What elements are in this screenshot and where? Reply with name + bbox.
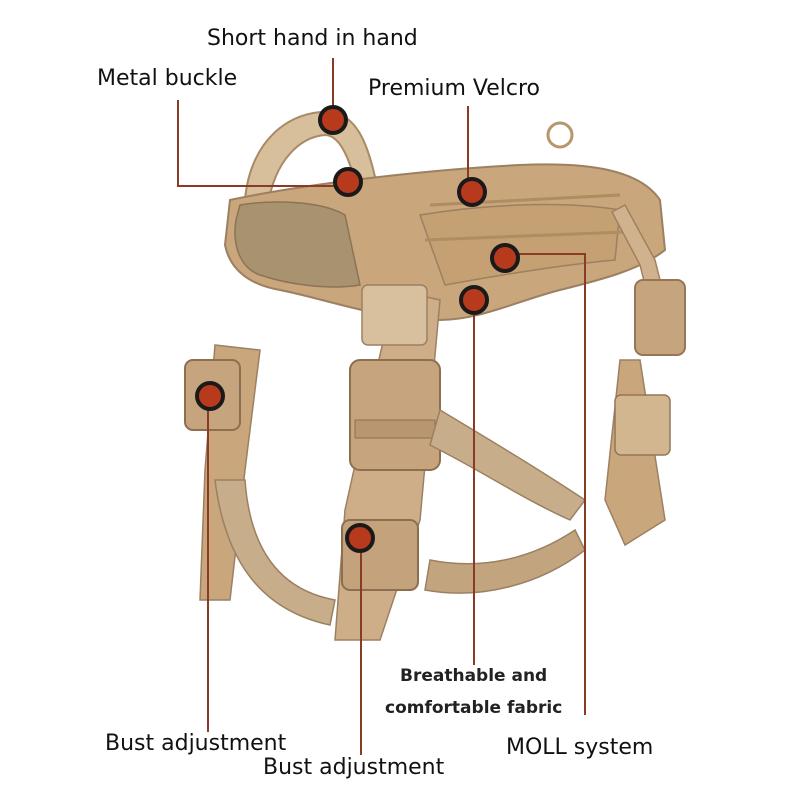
label-bust-adjustment-left: Bust adjustment [105, 731, 287, 756]
harness-graphic [184, 110, 686, 641]
label-premium-velcro: Premium Velcro [368, 76, 540, 101]
label-short-hand: Short hand in hand [207, 26, 418, 51]
marker-bust-center[interactable] [345, 523, 375, 553]
marker-short-hand[interactable] [318, 105, 348, 135]
label-metal-buckle: Metal buckle [97, 66, 238, 91]
marker-metal-buckle[interactable] [333, 167, 363, 197]
leader-line-moll-system [505, 253, 586, 715]
label-bust-adjustment-center: Bust adjustment [263, 755, 445, 780]
marker-breathable-fabric[interactable] [459, 285, 489, 315]
leader-line-metal-buckle [177, 100, 348, 187]
feature-markers [195, 105, 520, 553]
marker-bust-left[interactable] [195, 381, 225, 411]
marker-premium-velcro[interactable] [457, 177, 487, 207]
marker-moll-system[interactable] [490, 243, 520, 273]
label-breathable-line2: comfortable fabric [385, 698, 563, 718]
label-moll-system: MOLL system [506, 735, 654, 760]
label-breathable-line1: Breathable and [400, 666, 548, 686]
